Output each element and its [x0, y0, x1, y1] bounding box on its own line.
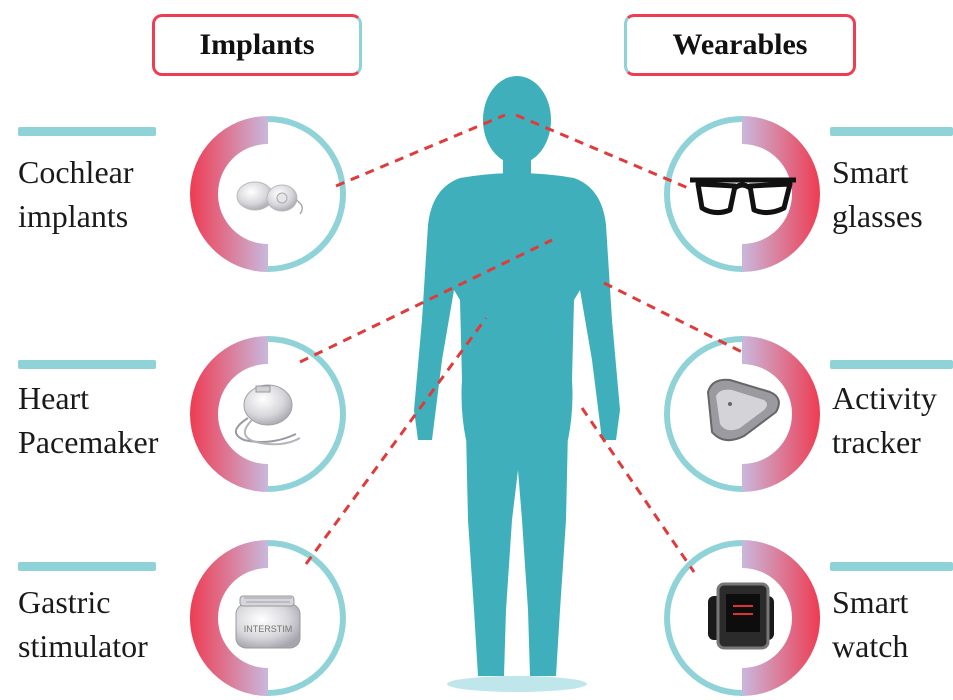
connector-gastric: [306, 318, 486, 564]
device-brand-text: INTERSTIM: [244, 624, 293, 634]
ring-glasses: [667, 116, 820, 272]
connector-tracker: [604, 283, 742, 352]
legs: [466, 430, 568, 676]
smartwatch-icon: [708, 584, 774, 648]
glasses-icon: [690, 180, 796, 213]
torso-and-arms: [414, 173, 620, 440]
floor-shadow: [447, 676, 587, 692]
activity-tracker-icon: [708, 380, 779, 440]
pacemaker-icon: [236, 385, 300, 444]
implants-header-label: Implants: [199, 28, 314, 62]
gastric-stimulator-icon: INTERSTIM: [236, 596, 300, 648]
connector-watch: [582, 408, 694, 572]
head: [483, 76, 551, 164]
human-body-silhouette: [414, 76, 620, 692]
wearables-header-label: Wearables: [673, 28, 808, 62]
cochlear-implant-icon: [237, 182, 302, 214]
